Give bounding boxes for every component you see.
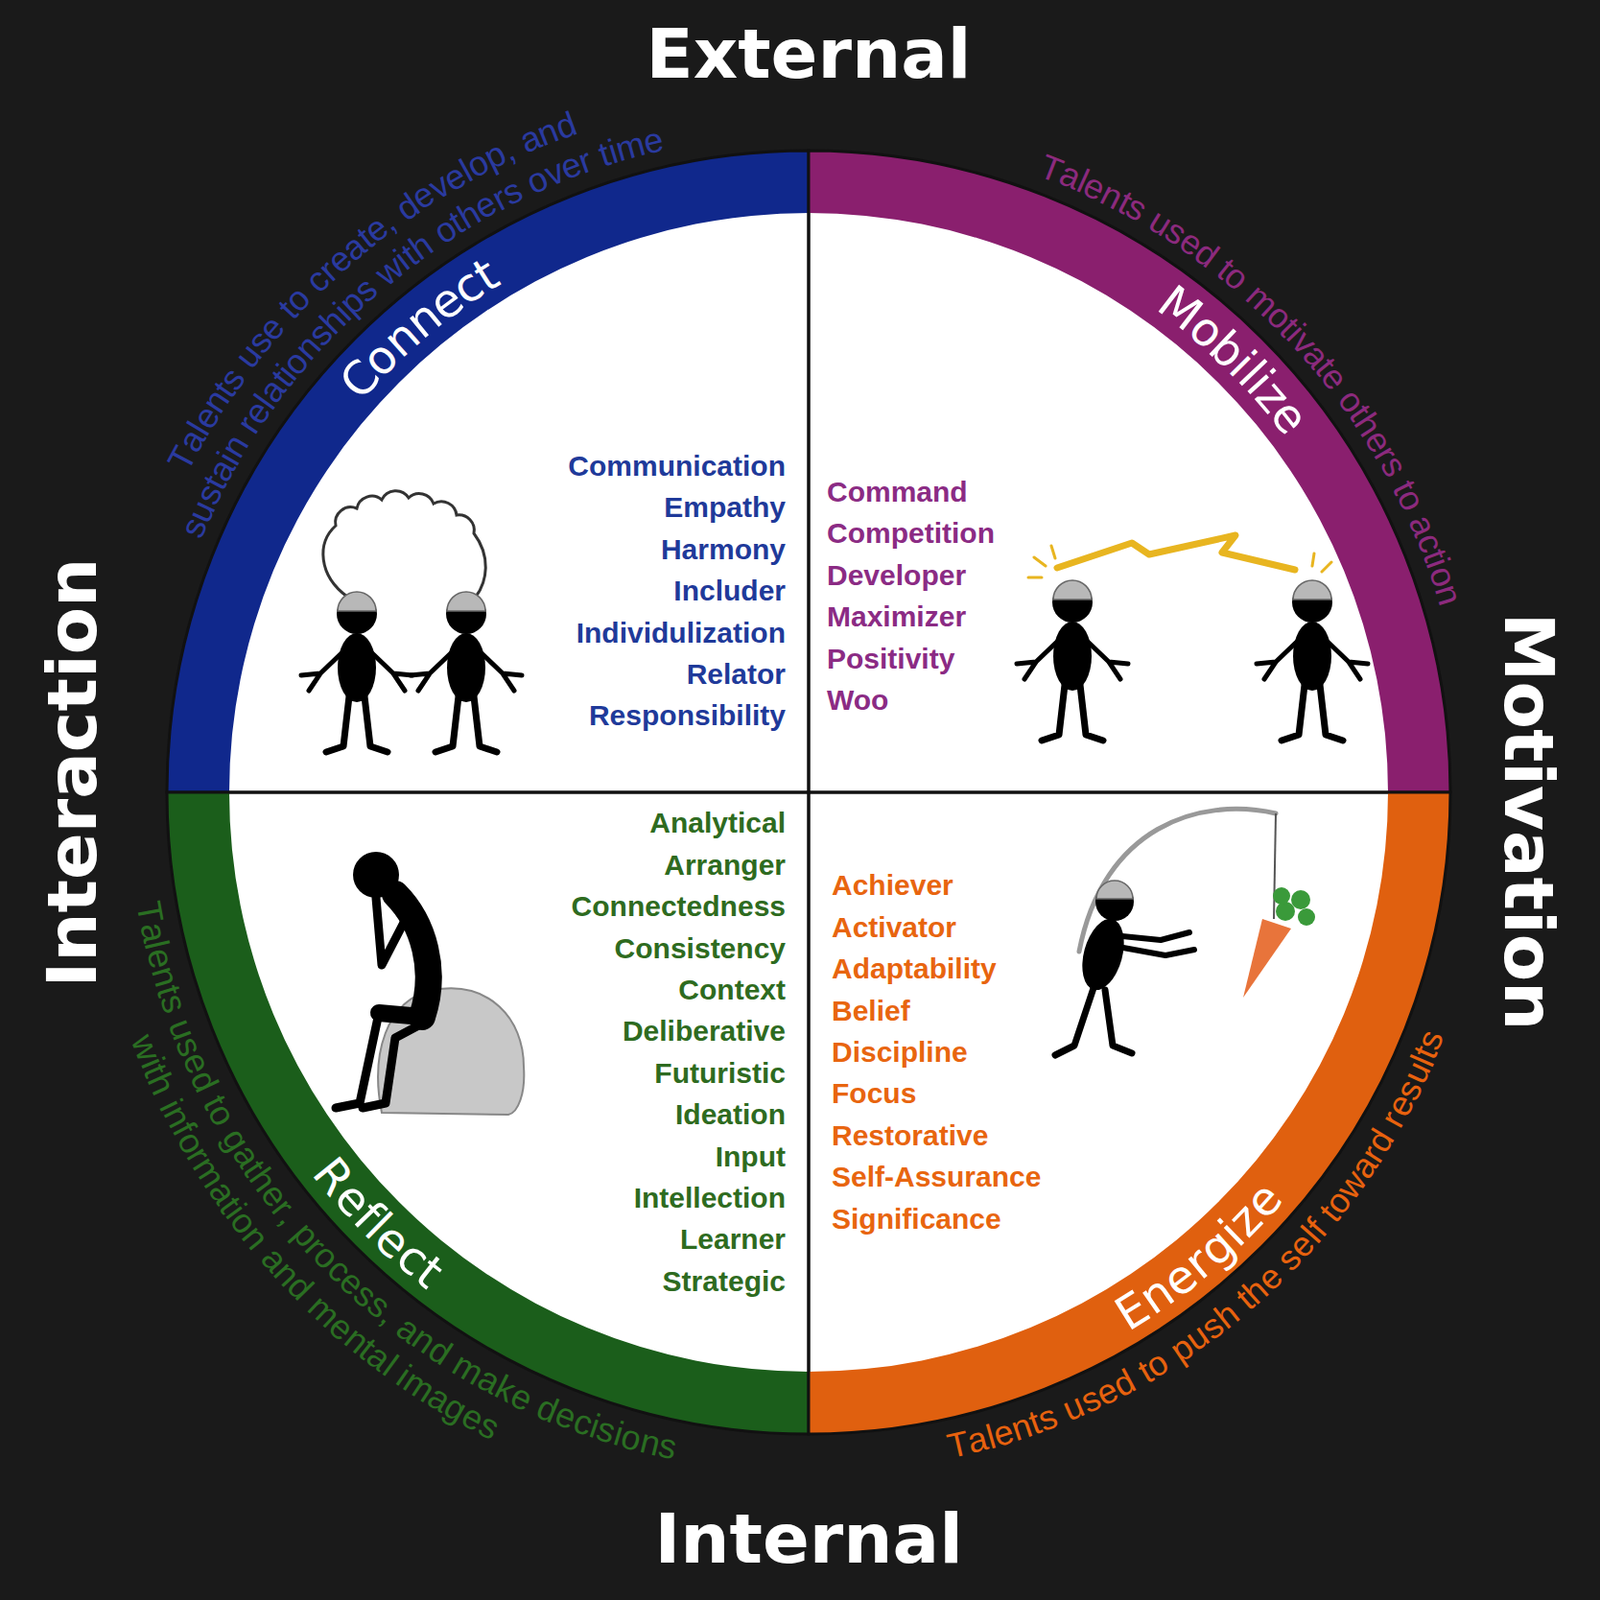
talent-name: Arranger <box>571 844 786 886</box>
quadrant-outline <box>808 150 1451 793</box>
string <box>1273 813 1276 919</box>
talent-name: Includer <box>567 569 786 612</box>
quadrant-group <box>808 150 1451 793</box>
axis-label: External <box>646 16 972 93</box>
connect-illustration <box>301 491 522 753</box>
axis-label: Interaction <box>34 557 111 988</box>
talent-name: Belief <box>831 989 1041 1032</box>
talent-name: Analytical <box>571 801 786 844</box>
carrot-leaf <box>1297 908 1316 926</box>
talent-name: Futuristic <box>571 1052 786 1094</box>
talent-name: Communication <box>567 445 786 487</box>
carrot-leaf <box>1272 887 1291 905</box>
spark-rays <box>1028 545 1332 578</box>
energize-illustration <box>1055 808 1316 1056</box>
ring-band <box>166 150 809 793</box>
figure-cap <box>1096 880 1133 899</box>
carrot-leaf <box>1291 890 1311 910</box>
ring-band <box>808 792 1451 1435</box>
talent-name: Learner <box>571 1218 786 1260</box>
thinker-legs <box>335 1012 424 1108</box>
lightning-bolt <box>1057 535 1295 570</box>
talent-name: Relator <box>567 653 786 695</box>
quadrant: EnergizeTalents used to push the self to… <box>808 792 1600 1600</box>
thinker-thigh <box>378 1012 423 1017</box>
quadrant-description: Talents used to gather, process, and mak… <box>125 898 689 1468</box>
talent-name: Individulization <box>567 611 786 654</box>
talent-name: Strategic <box>571 1260 786 1302</box>
talent-name: Restorative <box>831 1114 1041 1156</box>
axis-label: Motivation <box>1490 611 1567 1031</box>
carrot <box>1243 918 1292 998</box>
talent-name: Harmony <box>567 528 786 570</box>
stick-figure <box>1256 580 1368 741</box>
talent-name: Adaptability <box>831 947 1041 989</box>
quadrant-outline <box>808 792 1451 1435</box>
quadrant-group <box>808 792 1451 1435</box>
figure-legs <box>1055 988 1132 1056</box>
talent-name: Input <box>571 1135 786 1177</box>
mobilize-illustration <box>1016 535 1368 741</box>
quadrant-group <box>166 150 809 793</box>
quadrant-description: Talents used to motivate others to actio… <box>1035 148 1467 610</box>
thinker-head <box>352 851 400 898</box>
thinker-arm <box>376 897 409 965</box>
stick-figure <box>1016 580 1129 741</box>
talent-name: Empathy <box>567 486 786 528</box>
carrot-leaf <box>1275 901 1295 921</box>
quadrant: MobilizeTalents used to motivate others … <box>808 0 1600 793</box>
quadrant-group <box>166 792 809 1435</box>
ring-band <box>166 792 809 1435</box>
talent-name: Maximizer <box>826 595 995 637</box>
thought-loop <box>323 491 486 597</box>
talent-name: Ideation <box>571 1093 786 1135</box>
talent-name: Responsibility <box>567 694 786 736</box>
talent-name: Focus <box>831 1072 1041 1114</box>
quadrant: ReflectTalents used to gather, process, … <box>0 792 809 1600</box>
talent-name: Significance <box>831 1198 1041 1240</box>
talent-name: Activator <box>831 906 1041 948</box>
talent-list: CommunicationEmpathyHarmonyIncluderIndiv… <box>567 445 786 737</box>
figure-body <box>1075 914 1131 995</box>
quadrant: ConnectTalents use to create, develop, a… <box>0 0 809 793</box>
talent-name: Deliberative <box>571 1010 786 1052</box>
talent-name: Achiever <box>831 864 1041 906</box>
talent-name: Connectedness <box>571 885 786 927</box>
talent-name: Self-Assurance <box>831 1155 1041 1198</box>
talent-name: Context <box>571 968 786 1011</box>
talent-name: Consistency <box>571 927 786 969</box>
ring-heading: Energize <box>1106 1174 1290 1338</box>
talent-list: CommandCompetitionDeveloperMaximizerPosi… <box>826 470 995 721</box>
talent-list: AchieverActivatorAdaptabilityBeliefDisci… <box>831 864 1041 1240</box>
talent-name: Competition <box>826 512 995 554</box>
talent-name: Discipline <box>831 1031 1041 1073</box>
talent-name: Positivity <box>826 637 995 680</box>
rock <box>377 988 524 1115</box>
talent-list: AnalyticalArrangerConnectednessConsisten… <box>571 801 786 1302</box>
quadrant-outline <box>166 150 809 793</box>
quadrant-outline <box>166 792 809 1435</box>
stick-figure <box>301 591 413 753</box>
ring-band <box>808 150 1451 793</box>
reflect-illustration <box>335 851 524 1115</box>
talent-name: Developer <box>826 554 995 596</box>
talent-name: Command <box>826 470 995 513</box>
quadrant-description: Talents used to push the self toward res… <box>943 1025 1451 1464</box>
stick-figure <box>410 591 522 753</box>
talent-name: Woo <box>826 679 995 721</box>
talent-name: Intellection <box>571 1176 786 1219</box>
axis-label: Internal <box>655 1501 964 1577</box>
ring-heading: Mobilize <box>1151 278 1318 443</box>
figure-arms <box>1112 932 1195 956</box>
